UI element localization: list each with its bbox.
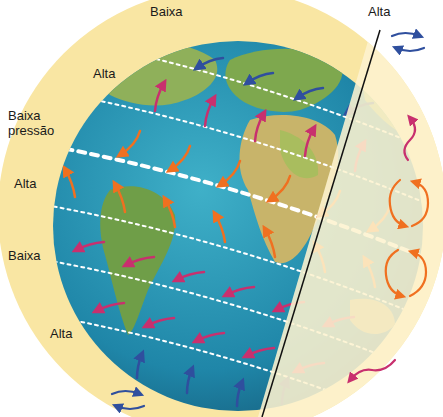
pressure-label: Alta: [14, 176, 54, 191]
cross-section-panel: [258, 0, 443, 417]
vertical-circulation: [112, 33, 428, 409]
pressure-label: Alta: [368, 4, 418, 19]
section-line: [262, 30, 380, 417]
pressure-label: Baixa: [150, 4, 210, 19]
pressure-label: Alta: [93, 66, 127, 81]
pressure-label: Baixa pressão: [8, 108, 74, 138]
pressure-label: Baixa: [8, 248, 54, 263]
pressure-label: Alta: [50, 326, 90, 341]
